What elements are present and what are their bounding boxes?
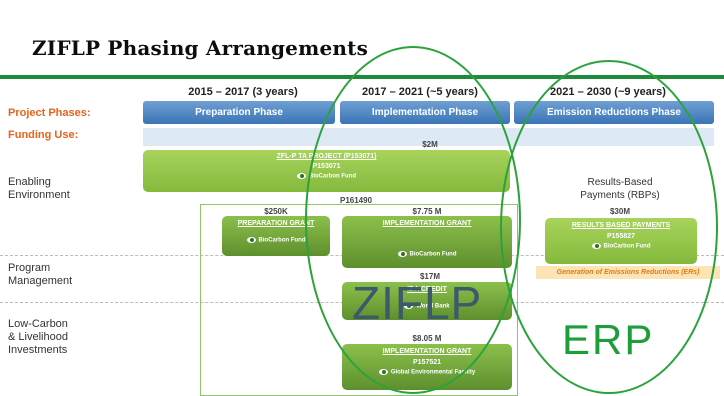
prep-amount: $250K: [264, 207, 288, 216]
period-1: 2015 – 2017 (3 years): [188, 86, 298, 98]
erp-annotation: ERP: [562, 316, 655, 363]
phase-preparation: Preparation Phase: [143, 101, 335, 124]
label-funding-use: Funding Use:: [8, 129, 79, 141]
fund-name: BioCarbon Fund: [258, 237, 306, 244]
prep-fund: BioCarbon Fund: [222, 237, 330, 244]
biocarbon-logo-icon: [246, 237, 256, 243]
ziflp-ellipse: [305, 46, 521, 394]
ziflp-annotation: ZIFLP: [352, 277, 483, 329]
label-project-phases: Project Phases:: [8, 107, 91, 119]
page-title: ZIFLP Phasing Arrangements: [32, 36, 369, 60]
label-program-management: Program Management: [8, 262, 73, 287]
biocarbon-logo-icon: [297, 173, 306, 179]
preparation-grant-label: PREPARATION GRANT: [237, 220, 315, 227]
label-low-carbon: Low-Carbon & Livelihood Investments: [8, 318, 68, 356]
label-enabling-environment: Enabling Environment: [8, 176, 70, 201]
